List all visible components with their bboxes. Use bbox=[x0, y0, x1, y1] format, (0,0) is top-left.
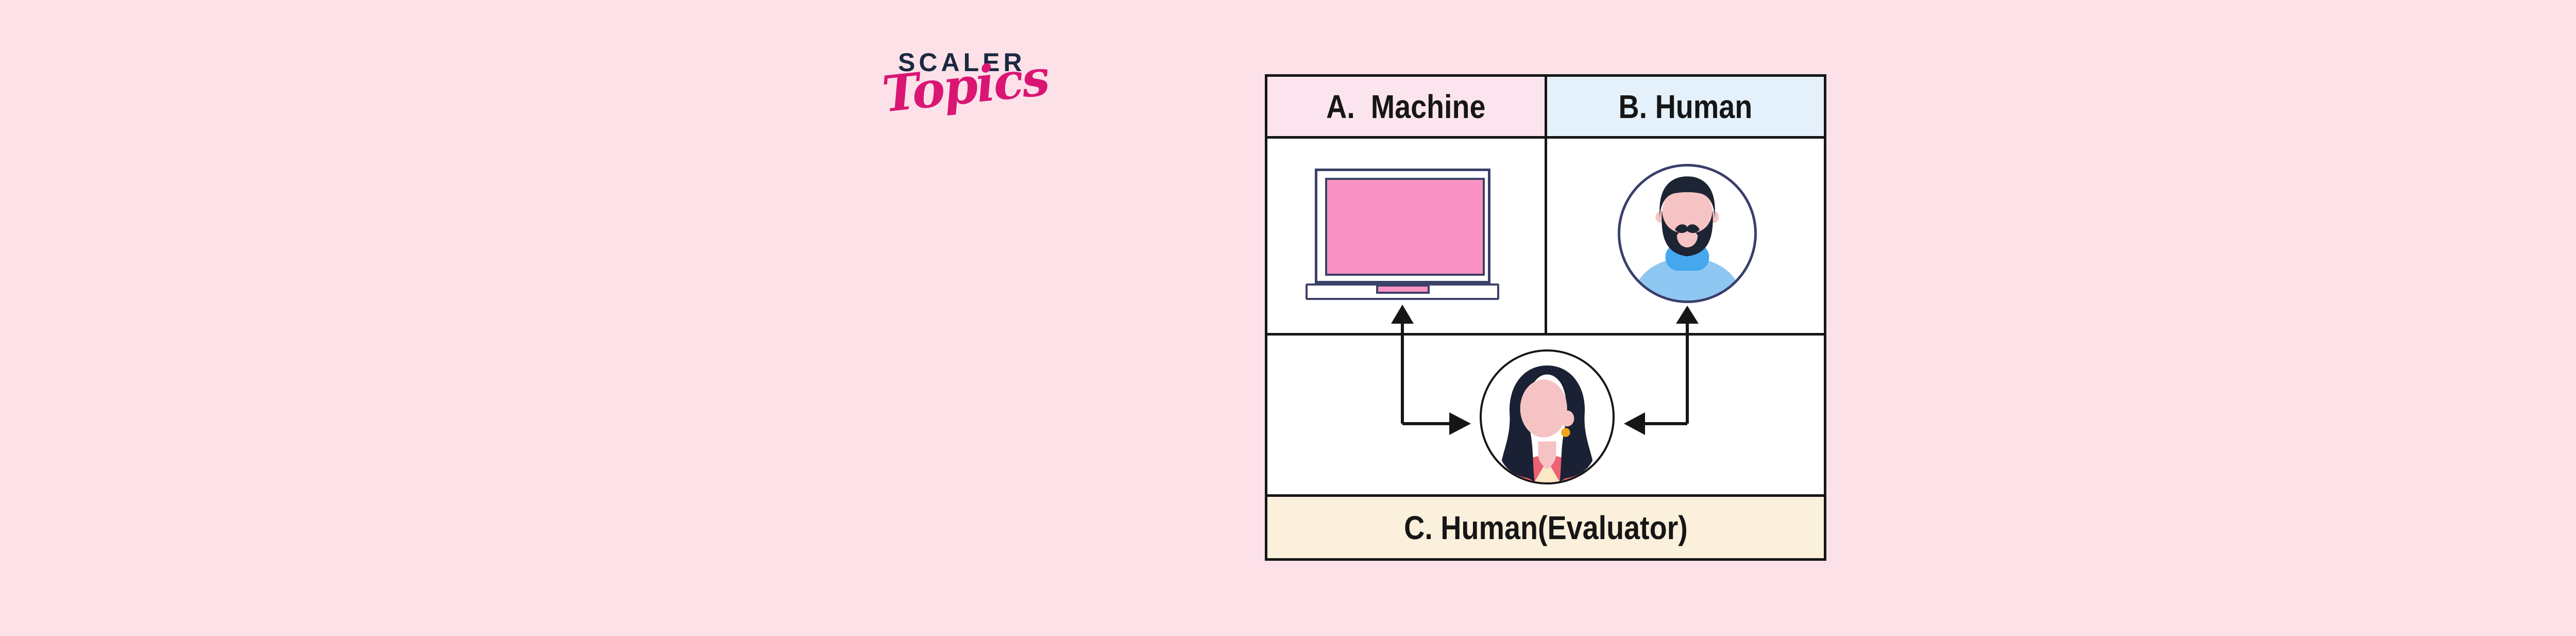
machine-label: A. Machine bbox=[1326, 88, 1486, 125]
evaluator-label-cell: C. Human(Evaluator) bbox=[1267, 497, 1824, 558]
man-avatar-icon bbox=[1618, 164, 1757, 303]
woman-avatar-graphic bbox=[1501, 365, 1593, 482]
laptop-screen bbox=[1325, 178, 1485, 276]
arrow-right-to-evaluator-icon bbox=[1402, 412, 1471, 435]
machine-content-cell bbox=[1267, 139, 1547, 333]
arrow-left-to-evaluator-icon bbox=[1624, 412, 1687, 435]
man-avatar-graphic bbox=[1631, 176, 1743, 300]
communication-arrows bbox=[1391, 305, 1699, 435]
evaluator-label: C. Human(Evaluator) bbox=[1403, 509, 1688, 546]
arrow-up-to-machine-icon bbox=[1391, 305, 1414, 424]
arrow-up-to-human-icon bbox=[1676, 306, 1699, 424]
header-cell-human: B. Human bbox=[1547, 77, 1824, 136]
topics-wordmark: Topics bbox=[879, 48, 1051, 124]
header-cell-machine: A. Machine bbox=[1267, 77, 1547, 136]
scaler-wordmark: SCALER bbox=[898, 48, 1026, 77]
header-row: A. Machine B. Human bbox=[1267, 77, 1824, 139]
human-label: B. Human bbox=[1618, 88, 1753, 125]
laptop-hinge bbox=[1376, 284, 1430, 294]
woman-avatar-icon bbox=[1480, 349, 1615, 484]
